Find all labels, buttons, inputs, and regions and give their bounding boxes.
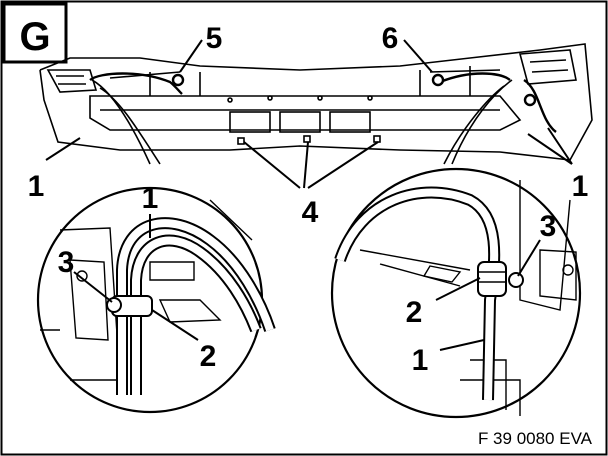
callout-5: 5 (206, 22, 223, 55)
section-letter: G (19, 15, 50, 59)
callout-3-zoom-right: 3 (540, 210, 557, 243)
zoom-detail-left (36, 186, 276, 414)
callout-1-zoom-left: 1 (142, 182, 159, 215)
figure-code: F 39 0080 EVA (478, 429, 593, 448)
zoom-detail-right (330, 167, 582, 419)
zoom-callout-leaders (73, 214, 541, 351)
zoom-leaders (91, 79, 513, 165)
callout-leaders (45, 39, 573, 189)
callout-1-bumper-right: 1 (572, 170, 589, 203)
callout-2-zoom-left: 2 (200, 340, 217, 373)
section-badge: G (2, 2, 68, 64)
callout-1-zoom-right: 1 (412, 344, 429, 377)
callout-1-bumper-left: 1 (28, 170, 45, 203)
callout-2-zoom-right: 2 (406, 296, 423, 329)
callout-3-zoom-left: 3 (58, 246, 75, 279)
wiring-harness-bumper (89, 72, 557, 133)
callout-4: 4 (302, 196, 319, 229)
callout-6: 6 (382, 22, 399, 55)
bumper-drawing (39, 43, 593, 161)
